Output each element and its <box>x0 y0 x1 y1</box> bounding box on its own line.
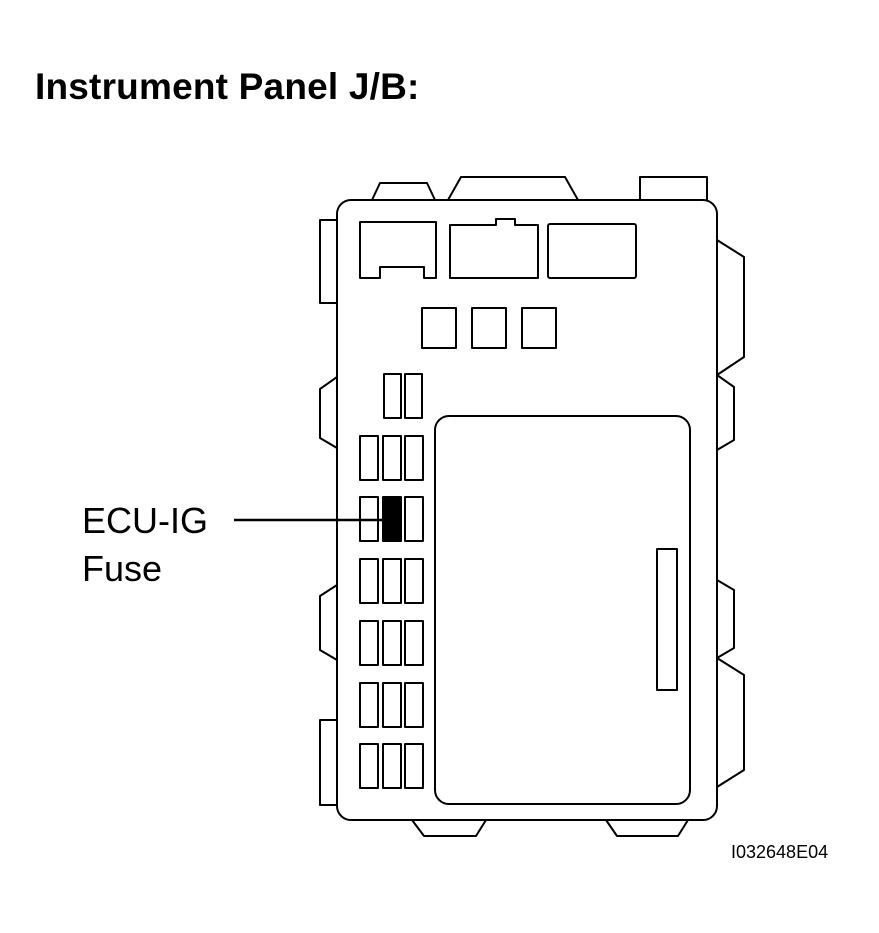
left-tabs <box>319 219 338 806</box>
fuse <box>382 558 402 604</box>
connector-left <box>359 221 437 279</box>
fuse <box>404 620 424 666</box>
fuse <box>404 743 424 789</box>
fuse <box>383 373 402 419</box>
fuse <box>382 743 402 789</box>
cover-slot <box>656 548 678 691</box>
fuse <box>382 682 402 728</box>
fuse <box>359 682 379 728</box>
connector-center <box>449 218 539 279</box>
top-tabs <box>371 176 708 201</box>
fuse <box>359 558 379 604</box>
bottom-tabs <box>411 819 689 837</box>
ecu-ig-label: ECU-IG <box>82 500 208 541</box>
fuse <box>382 620 402 666</box>
cover-panel <box>434 415 691 805</box>
fuse <box>404 435 424 481</box>
page-title: Instrument Panel J/B: <box>35 66 420 107</box>
fuse <box>359 743 379 789</box>
fuse <box>382 435 402 481</box>
fuse <box>359 620 379 666</box>
right-tabs <box>716 239 745 788</box>
top-connectors <box>359 218 637 279</box>
junction-block-body <box>336 199 718 821</box>
fuse <box>404 496 424 542</box>
fuse <box>404 373 423 419</box>
fuse-label: Fuse <box>82 548 163 589</box>
fuse <box>404 682 424 728</box>
fuse-grid <box>359 373 424 789</box>
relay-row <box>421 307 557 349</box>
fuse <box>404 558 424 604</box>
fuse <box>359 435 379 481</box>
connector-right <box>547 223 637 279</box>
figure-id: I032648E04 <box>731 842 829 862</box>
